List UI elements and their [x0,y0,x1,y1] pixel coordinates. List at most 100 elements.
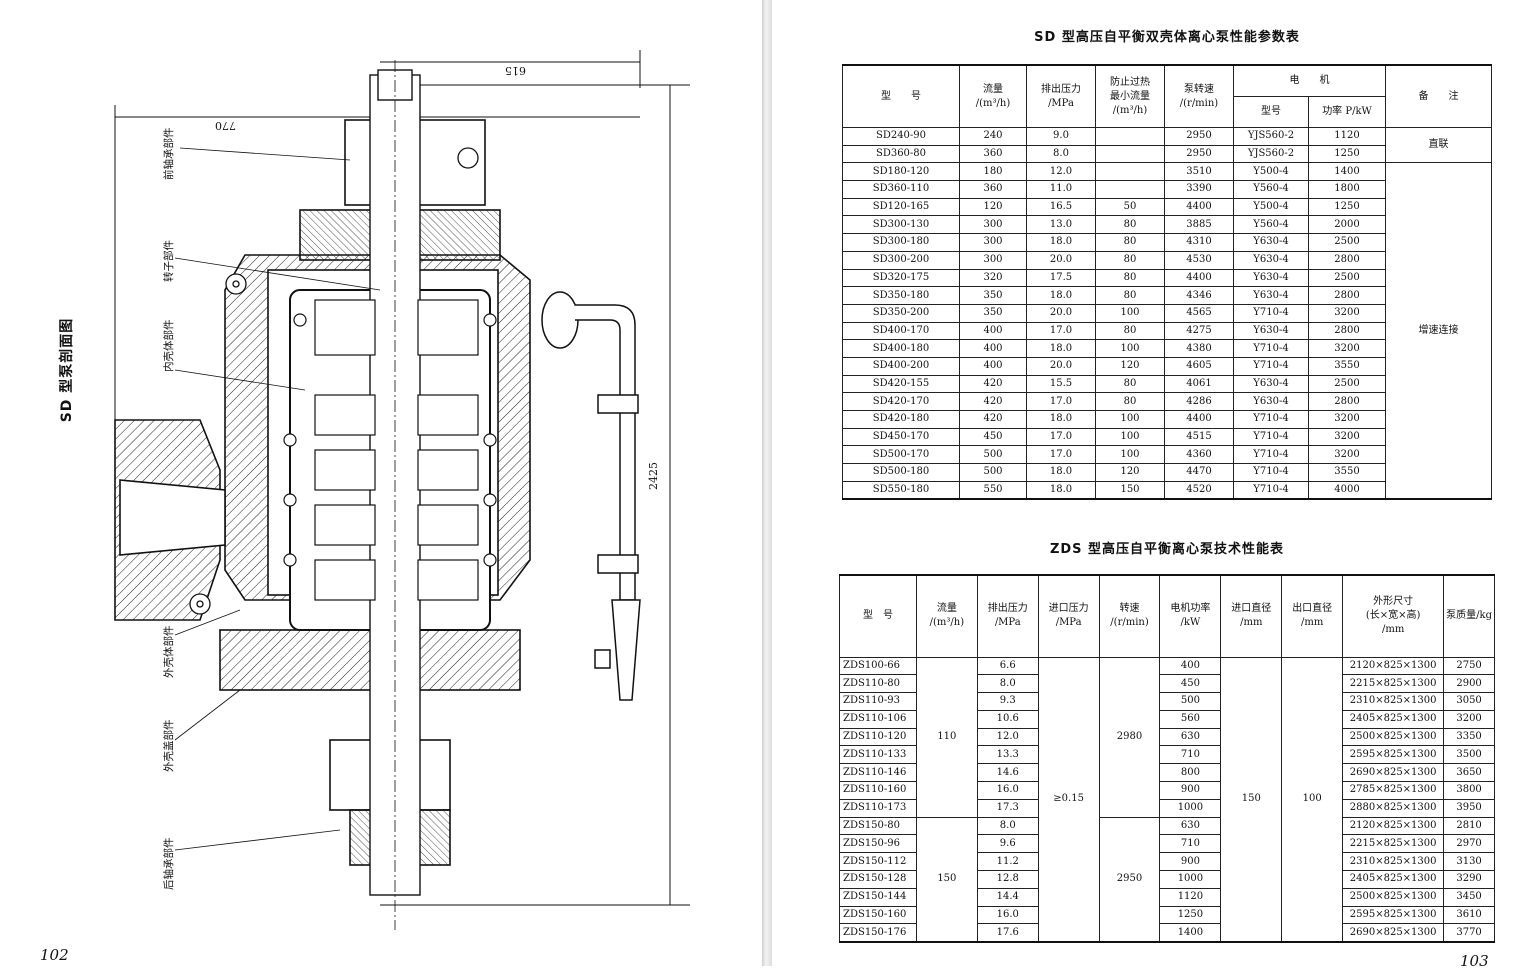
table-cell: Y500-4 [1233,197,1309,217]
table-cell: 12.0 [1026,162,1096,182]
table-cell: 17.0 [1026,427,1096,447]
table-cell: Y560-4 [1233,180,1309,199]
table-cell: 17.5 [1026,268,1096,288]
table-cell: ZDS110-93 [839,692,917,711]
table-cell: SD500-180 [842,463,960,482]
table-cell: Y710-4 [1233,410,1309,429]
table-cell: 2215×825×1300 [1342,674,1445,694]
table-cell: 900 [1159,781,1222,800]
table-cell: 18.0 [1026,339,1096,358]
dim-770: 770 [215,119,236,132]
dim-615: 615 [505,64,526,77]
group-in-pressure: ≥0.15 [1037,656,1100,943]
zds-performance-table: 型 号 流量/(m³/h) 排出压力/MPa 进口压力/MPa 转速/(r/mi… [839,574,1495,944]
table-cell: 9.3 [976,692,1039,711]
table-cell: 20.0 [1026,250,1096,270]
table-cell: 360 [959,180,1027,199]
group-speed-2980: 2980 [1098,656,1161,818]
table-cell: 3200 [1308,339,1386,358]
table-cell: 17.3 [976,798,1039,818]
table-cell: 3800 [1443,781,1495,800]
table-cell: 2690×825×1300 [1342,763,1445,783]
note-cell-geared: 增速连接 [1385,162,1492,500]
table-cell: SD300-180 [842,233,960,252]
sd-header-motor-power: 功率 P/kW [1308,96,1386,128]
table-cell: 9.0 [1026,127,1096,146]
book-gutter [762,0,772,966]
sd-header-motor-model: 型号 [1233,96,1309,128]
table-cell: 2405×825×1300 [1342,709,1445,729]
table-cell: ZDS110-106 [839,709,917,729]
group-outlet: 100 [1281,656,1344,943]
table-cell: 1120 [1308,127,1386,146]
zds-header-out-pressure: 排出压力/MPa [976,574,1039,658]
table-cell: Y630-4 [1233,233,1309,252]
table-cell: 2500×825×1300 [1342,727,1445,747]
table-cell: 3350 [1443,727,1495,747]
table-cell: 3950 [1443,798,1495,818]
table-cell: 3550 [1308,356,1386,376]
table-cell: 3200 [1308,410,1386,429]
sd-header-note: 备 注 [1385,64,1492,128]
table-cell: Y630-4 [1233,286,1309,305]
table-cell: 3770 [1443,923,1495,943]
table-cell: Y710-4 [1233,480,1309,500]
table-cell: 500 [959,445,1027,465]
table-cell: 2880×825×1300 [1342,798,1445,818]
zds-header-model: 型 号 [839,574,917,658]
table-cell: 2595×825×1300 [1342,905,1445,925]
table-cell: 100 [1095,427,1165,447]
table-cell: Y630-4 [1233,374,1309,394]
label-outer-casing: 外壳体部件 [163,625,175,679]
table-cell: 1800 [1308,180,1386,199]
table-cell: SD360-110 [842,180,960,199]
table-cell: 4400 [1164,268,1234,288]
table-cell: 4400 [1164,197,1234,217]
table-cell: Y630-4 [1233,268,1309,288]
table-cell: 15.5 [1026,374,1096,394]
table-cell: 300 [959,250,1027,270]
table-cell: Y560-4 [1233,215,1309,235]
left-page: SD 型泵剖面图 前轴承部件 转子部件 内壳体部件 外壳体部件 外壳盖部件 后轴… [0,0,762,966]
table-cell: 3200 [1308,427,1386,447]
table-cell: 3390 [1164,180,1234,199]
table-cell: ZDS110-146 [839,763,917,783]
table-cell: 2500 [1308,233,1386,252]
table-cell: 3450 [1443,887,1495,907]
table-cell: ZDS150-144 [839,887,917,907]
table-cell: 1250 [1308,144,1386,164]
table-cell: 1250 [1159,905,1222,925]
label-front-bearing: 前轴承部件 [163,127,175,181]
table-cell: 18.0 [1026,463,1096,482]
table-cell: 80 [1095,321,1165,341]
table-cell: 4470 [1164,463,1234,482]
table-cell: 350 [959,303,1027,323]
table-cell: 100 [1095,303,1165,323]
table-cell: 80 [1095,286,1165,305]
table-cell: SD420-170 [842,392,960,411]
table-cell: 80 [1095,215,1165,235]
table-cell: 420 [959,374,1027,394]
dim-2425: 2425 [647,462,660,490]
table-cell: ZDS150-128 [839,870,917,889]
table-cell: 1120 [1159,887,1222,907]
balance-pipe [541,291,641,701]
table-cell: 8.0 [1026,144,1096,164]
table-cell: 2800 [1308,321,1386,341]
table-cell: 12.8 [976,870,1039,889]
zds-header-flow: 流量/(m³/h) [915,574,978,658]
table-cell: 3200 [1308,303,1386,323]
page-number-right: 103 [1460,952,1489,970]
table-cell: 630 [1159,816,1222,836]
group-speed-2950: 2950 [1098,816,1161,943]
table-cell: SD320-175 [842,268,960,288]
